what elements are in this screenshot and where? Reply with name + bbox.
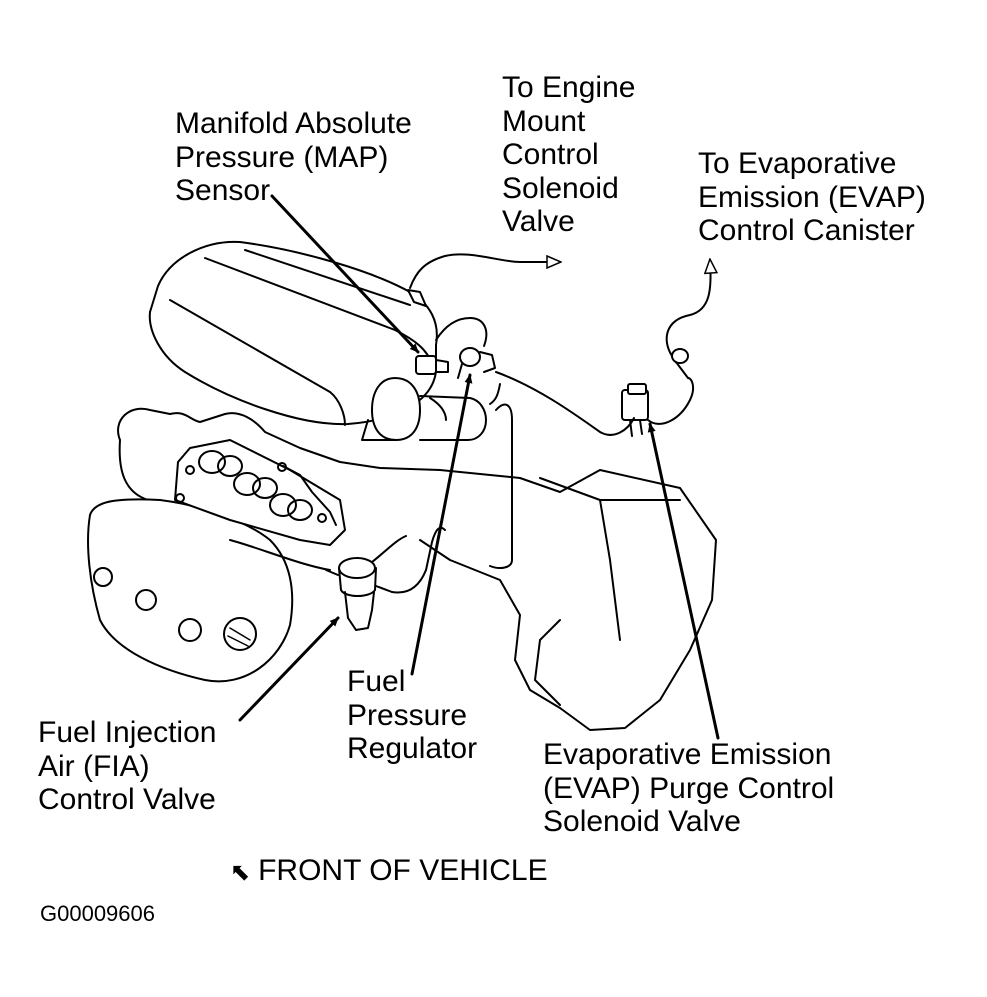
vacuum-hoses xyxy=(229,253,711,594)
label-evap-purge: Evaporative Emission (EVAP) Purge Contro… xyxy=(543,738,835,838)
leader-lines xyxy=(238,194,720,740)
map-sensor-part xyxy=(415,355,449,375)
label-evap-canister: To Evaporative Emission (EVAP) Control C… xyxy=(698,147,926,247)
front-of-vehicle-text: FRONT OF VEHICLE xyxy=(258,854,548,887)
fuel-pressure-regulator-part xyxy=(457,347,496,379)
evap-purge-solenoid-part xyxy=(621,383,649,437)
label-map-sensor: Manifold Absolute Pressure (MAP) Sensor xyxy=(175,107,412,207)
intake-manifold xyxy=(174,439,346,546)
throttle-body xyxy=(371,377,487,441)
front-of-vehicle-indicator: ⬉ FRONT OF VEHICLE xyxy=(230,854,548,890)
label-fia-valve: Fuel Injection Air (FIA) Control Valve xyxy=(38,716,217,816)
figure-id: G00009606 xyxy=(40,901,155,926)
fia-control-valve-part xyxy=(325,557,393,631)
label-engine-mount: To Engine Mount Control Solenoid Valve xyxy=(502,71,636,238)
evap-fitting-part xyxy=(671,348,689,379)
label-fuel-pressure-regulator: Fuel Pressure Regulator xyxy=(347,665,478,765)
front-arrow-icon: ⬉ xyxy=(230,859,251,886)
engine-block xyxy=(87,407,717,731)
